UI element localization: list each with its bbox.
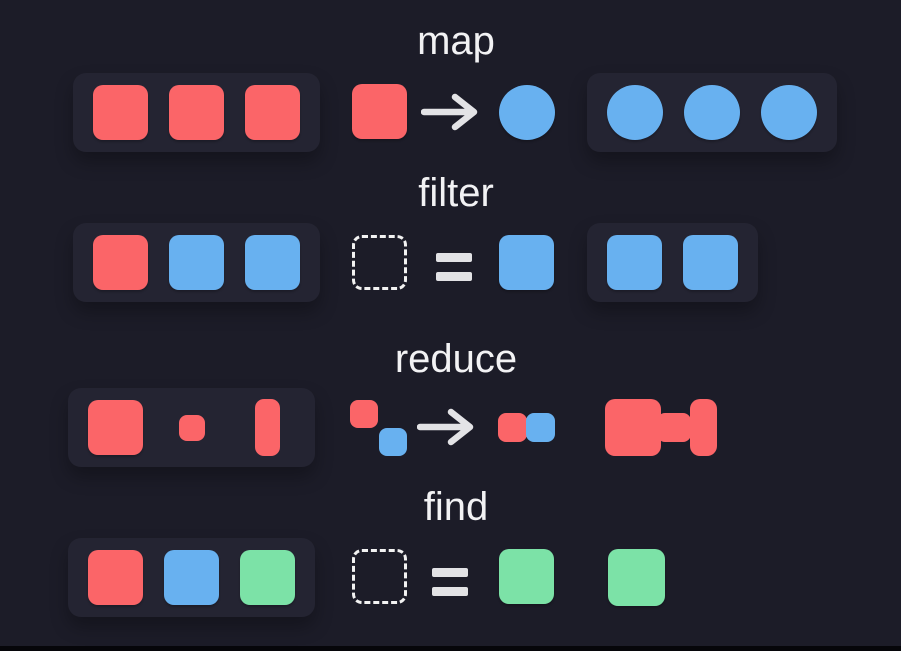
blue-square bbox=[379, 428, 407, 456]
blue-square bbox=[526, 413, 555, 442]
reduce-input-tray bbox=[68, 388, 315, 467]
green-square bbox=[240, 550, 295, 605]
empty-dashed-square bbox=[352, 235, 407, 290]
map-output-tray bbox=[587, 73, 837, 152]
red-square bbox=[88, 550, 143, 605]
arrow-right-icon bbox=[421, 93, 483, 131]
map-title: map bbox=[417, 19, 495, 63]
find-output-green-square bbox=[608, 549, 665, 606]
arrow-right-icon bbox=[417, 408, 479, 446]
blue-square bbox=[164, 550, 219, 605]
equals-icon bbox=[432, 568, 468, 596]
find-title: find bbox=[423, 485, 489, 529]
find-input-tray bbox=[68, 538, 315, 617]
blue-square bbox=[169, 235, 224, 290]
blue-square bbox=[683, 235, 738, 290]
red-square bbox=[93, 235, 148, 290]
reduce-title: reduce bbox=[394, 337, 518, 381]
filter-title: filter bbox=[418, 171, 494, 215]
blue-circle bbox=[607, 85, 663, 140]
empty-dashed-square bbox=[352, 549, 407, 604]
map-result-blue-circle bbox=[499, 85, 555, 140]
reduce-operand-pair bbox=[350, 400, 407, 456]
tall-red-rect bbox=[255, 399, 280, 456]
map-operand-red-square bbox=[352, 84, 407, 139]
equals-icon bbox=[436, 253, 472, 281]
filter-match-blue-square bbox=[499, 235, 554, 290]
filter-output-tray bbox=[587, 223, 758, 302]
reduce-output-merged-shape bbox=[605, 399, 717, 456]
find-match-green-square bbox=[499, 549, 554, 604]
blue-circle bbox=[684, 85, 740, 140]
red-square bbox=[350, 400, 378, 428]
map-input-tray bbox=[73, 73, 320, 152]
reduce-result-pair bbox=[498, 413, 555, 442]
blue-square bbox=[607, 235, 662, 290]
bottom-edge bbox=[0, 646, 901, 651]
red-square bbox=[245, 85, 300, 140]
blue-square bbox=[245, 235, 300, 290]
red-square bbox=[169, 85, 224, 140]
filter-input-tray bbox=[73, 223, 320, 302]
red-square bbox=[93, 85, 148, 140]
red-square bbox=[498, 413, 527, 442]
blue-circle bbox=[761, 85, 817, 140]
large-red-square bbox=[88, 400, 143, 455]
small-red-square bbox=[178, 414, 205, 441]
